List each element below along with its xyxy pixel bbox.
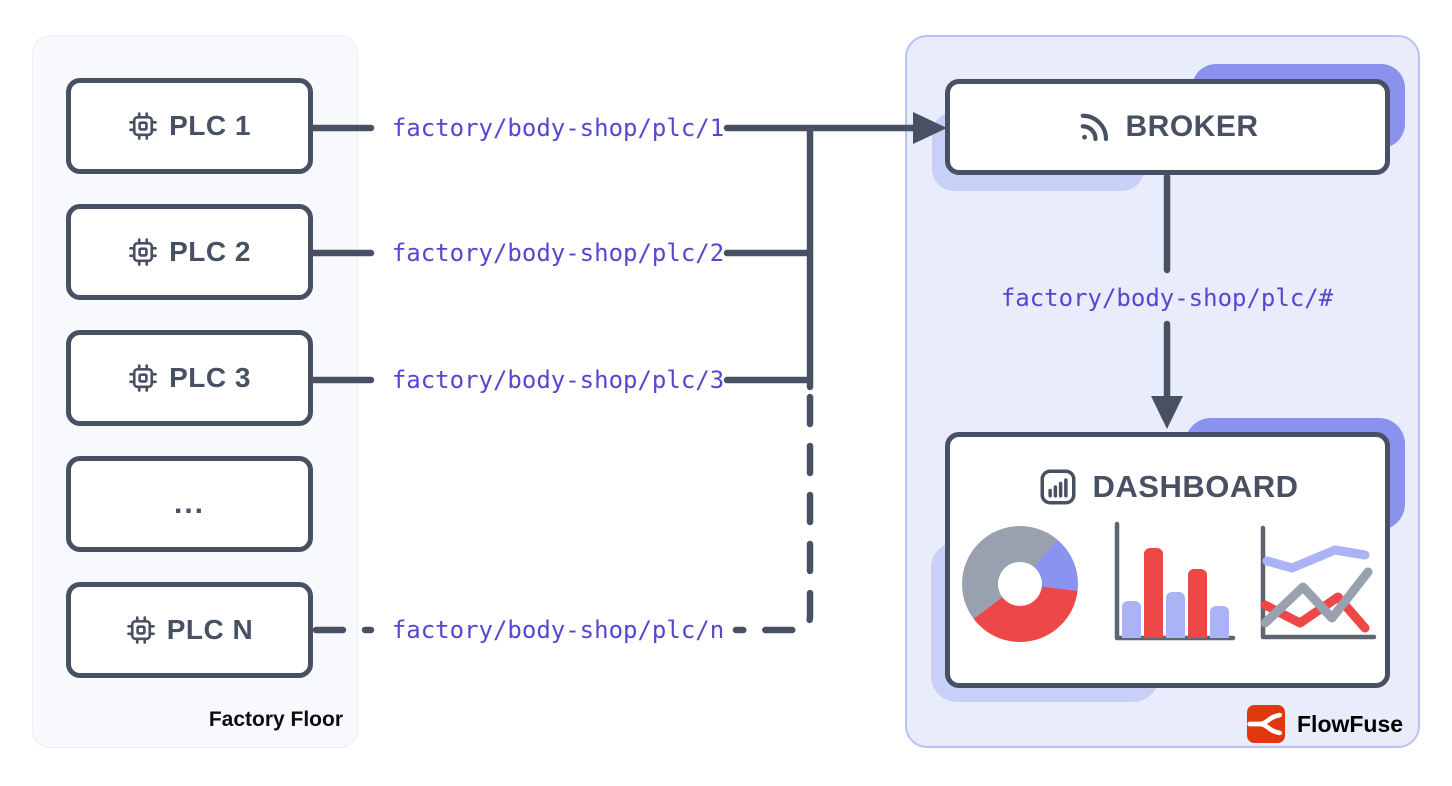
dashboard-label: DASHBOARD xyxy=(1092,469,1299,504)
factory-floor-caption: Factory Floor xyxy=(208,708,343,731)
bar-chart-icon xyxy=(1037,466,1079,508)
dashboard-header: DASHBOARD xyxy=(950,464,1385,510)
plc-box-3: PLC 3 xyxy=(66,330,313,426)
topic-wildcard: factory/body-shop/plc/# xyxy=(1000,284,1334,312)
rss-broadcast-icon xyxy=(1076,109,1112,145)
cpu-chip-icon xyxy=(126,615,156,645)
bar xyxy=(1210,606,1229,638)
plc-box-1: PLC 1 xyxy=(66,78,313,174)
dashboard-box: DASHBOARD xyxy=(945,432,1390,688)
line-chart-axis xyxy=(1260,525,1377,640)
topic-plc2: factory/body-shop/plc/2 xyxy=(391,239,725,267)
bar-chart-axis xyxy=(1114,521,1236,641)
plc-label: PLC 1 xyxy=(169,110,251,141)
broker-label: BROKER xyxy=(1125,110,1259,143)
plc-label: PLC 3 xyxy=(169,362,251,393)
wire-topicn-dashed xyxy=(732,393,814,634)
plc-box-ellipsis: ... xyxy=(66,456,313,552)
line-series xyxy=(1260,567,1373,628)
bar xyxy=(1144,548,1163,638)
mini-line-series xyxy=(1260,545,1373,633)
bar xyxy=(1122,601,1141,638)
dashboard-content: DASHBOARD xyxy=(950,437,1385,683)
flowfuse-logo xyxy=(1247,705,1285,743)
flowfuse-brand: FlowFuse xyxy=(1247,704,1403,744)
donut-chart xyxy=(962,526,1078,642)
brand-label: FlowFuse xyxy=(1297,710,1404,737)
bar xyxy=(1166,592,1185,638)
cpu-chip-icon xyxy=(128,111,158,141)
cpu-chip-icon xyxy=(128,237,158,267)
plc-box-n: PLC N xyxy=(66,582,313,678)
topic-plcn: factory/body-shop/plc/n xyxy=(391,616,725,644)
line-series xyxy=(1262,545,1370,573)
bar-chart xyxy=(950,437,1385,683)
cpu-chip-icon xyxy=(128,363,158,393)
mini-chart-axes xyxy=(1114,521,1377,641)
bar xyxy=(1188,569,1207,638)
broker-box: BROKER xyxy=(945,79,1390,175)
plc-label: PLC N xyxy=(166,614,254,645)
topic-plc3: factory/body-shop/plc/3 xyxy=(391,366,725,394)
topic-plc1: factory/body-shop/plc/1 xyxy=(391,114,725,142)
plc-box-2: PLC 2 xyxy=(66,204,313,300)
donut-hole xyxy=(998,562,1042,606)
plc-label: PLC 2 xyxy=(169,236,251,267)
plc-label: ... xyxy=(173,487,205,520)
